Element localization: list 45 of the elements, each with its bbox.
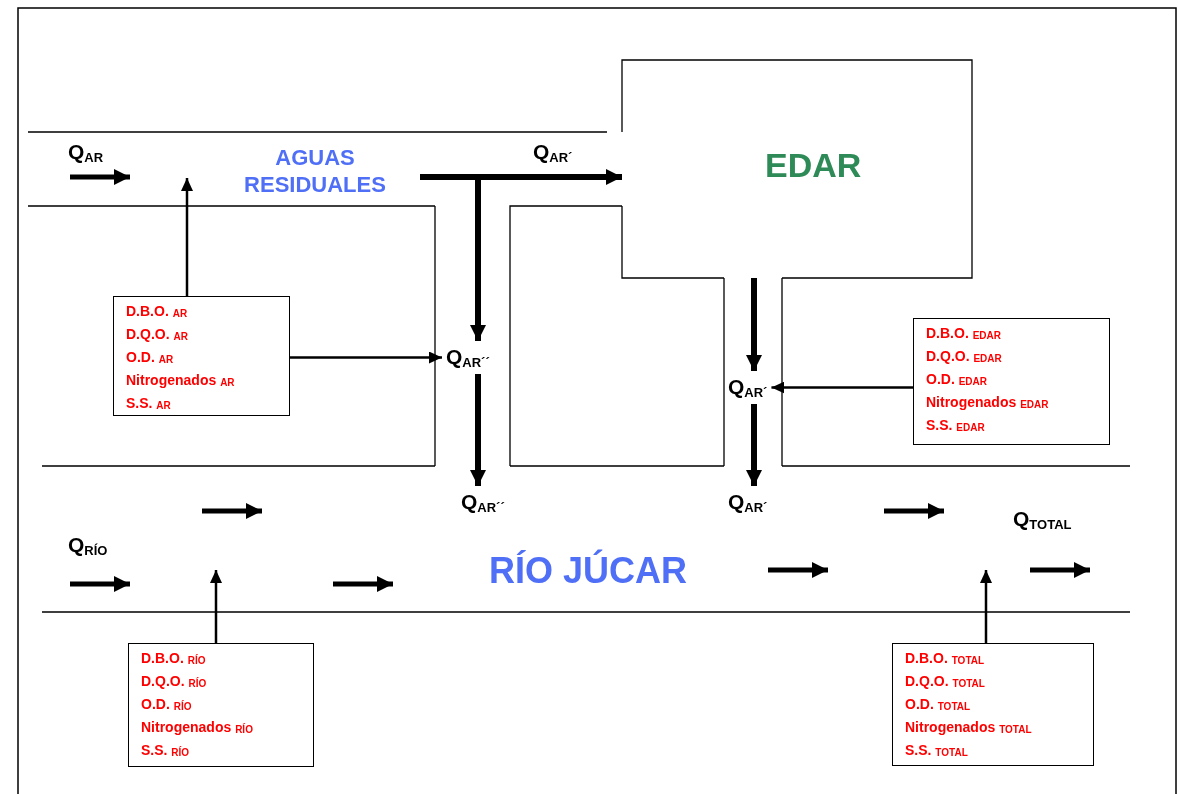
parameter-text: Nitrogenados $_{EDAR}$ [926, 393, 1050, 412]
parameter-text: O.D. $_{RÍO}$ [141, 695, 193, 714]
arrow [181, 178, 193, 296]
channel-label: AGUAS RESIDUALES [243, 144, 387, 198]
parameter-text: D.Q.O. $_{TOTAL}$ [905, 672, 986, 691]
parameter-text: S.S. $_{TOTAL}$ [905, 741, 969, 760]
parameter-text: O.D. $_{AR}$ [126, 348, 175, 367]
parameter-text: D.Q.O. $_{EDAR}$ [926, 347, 1003, 366]
arrow [470, 374, 486, 486]
parameter-text: D.B.O. $_{AR}$ [126, 302, 189, 321]
parameter-text: O.D. $_{TOTAL}$ [905, 695, 972, 714]
parameter-box [892, 643, 1094, 766]
edge-label: Q$_{AR´}$ [533, 140, 573, 165]
arrow [470, 177, 486, 341]
arrow [290, 351, 442, 364]
parameter-text: O.D. $_{EDAR}$ [926, 370, 988, 389]
arrow [746, 404, 762, 486]
parameter-text: S.S. $_{RÍO}$ [141, 741, 191, 760]
flow-label: Q$_{AR´´}$ [446, 345, 490, 370]
arrow [420, 169, 622, 185]
parameter-box [113, 296, 290, 416]
arrow [771, 381, 913, 394]
parameter-box [913, 318, 1110, 445]
parameter-text: D.Q.O. $_{RÍO}$ [141, 672, 208, 691]
parameter-text: S.S. $_{AR}$ [126, 394, 172, 413]
flow-label: Q$_{AR´}$ [728, 490, 768, 515]
arrow [210, 570, 222, 643]
plant-label: EDAR [765, 146, 862, 185]
flow-label: Q$_{TOTAL}$ [1013, 507, 1072, 532]
parameter-text: D.B.O. $_{EDAR}$ [926, 324, 1002, 343]
river-label: RÍO JÚCAR [488, 550, 688, 591]
flow-label: Q$_{AR´´}$ [461, 490, 505, 515]
parameter-text: Nitrogenados $_{TOTAL}$ [905, 718, 1033, 737]
parameter-text: Nitrogenados $_{RÍO}$ [141, 718, 254, 737]
flow-label: Q$_{AR}$ [68, 140, 104, 165]
parameter-text: S.S. $_{EDAR}$ [926, 416, 986, 435]
flow-label: Q$_{RÍO}$ [68, 533, 108, 558]
parameter-text: D.B.O. $_{RÍO}$ [141, 649, 207, 668]
parameter-text: D.B.O. $_{TOTAL}$ [905, 649, 986, 668]
parameter-text: Nitrogenados $_{AR}$ [126, 371, 236, 390]
flow-label: Q$_{AR´}$ [728, 375, 768, 400]
parameter-box [128, 643, 314, 767]
arrow [746, 278, 762, 371]
arrow [980, 570, 992, 643]
parameter-text: D.Q.O. $_{AR}$ [126, 325, 189, 344]
